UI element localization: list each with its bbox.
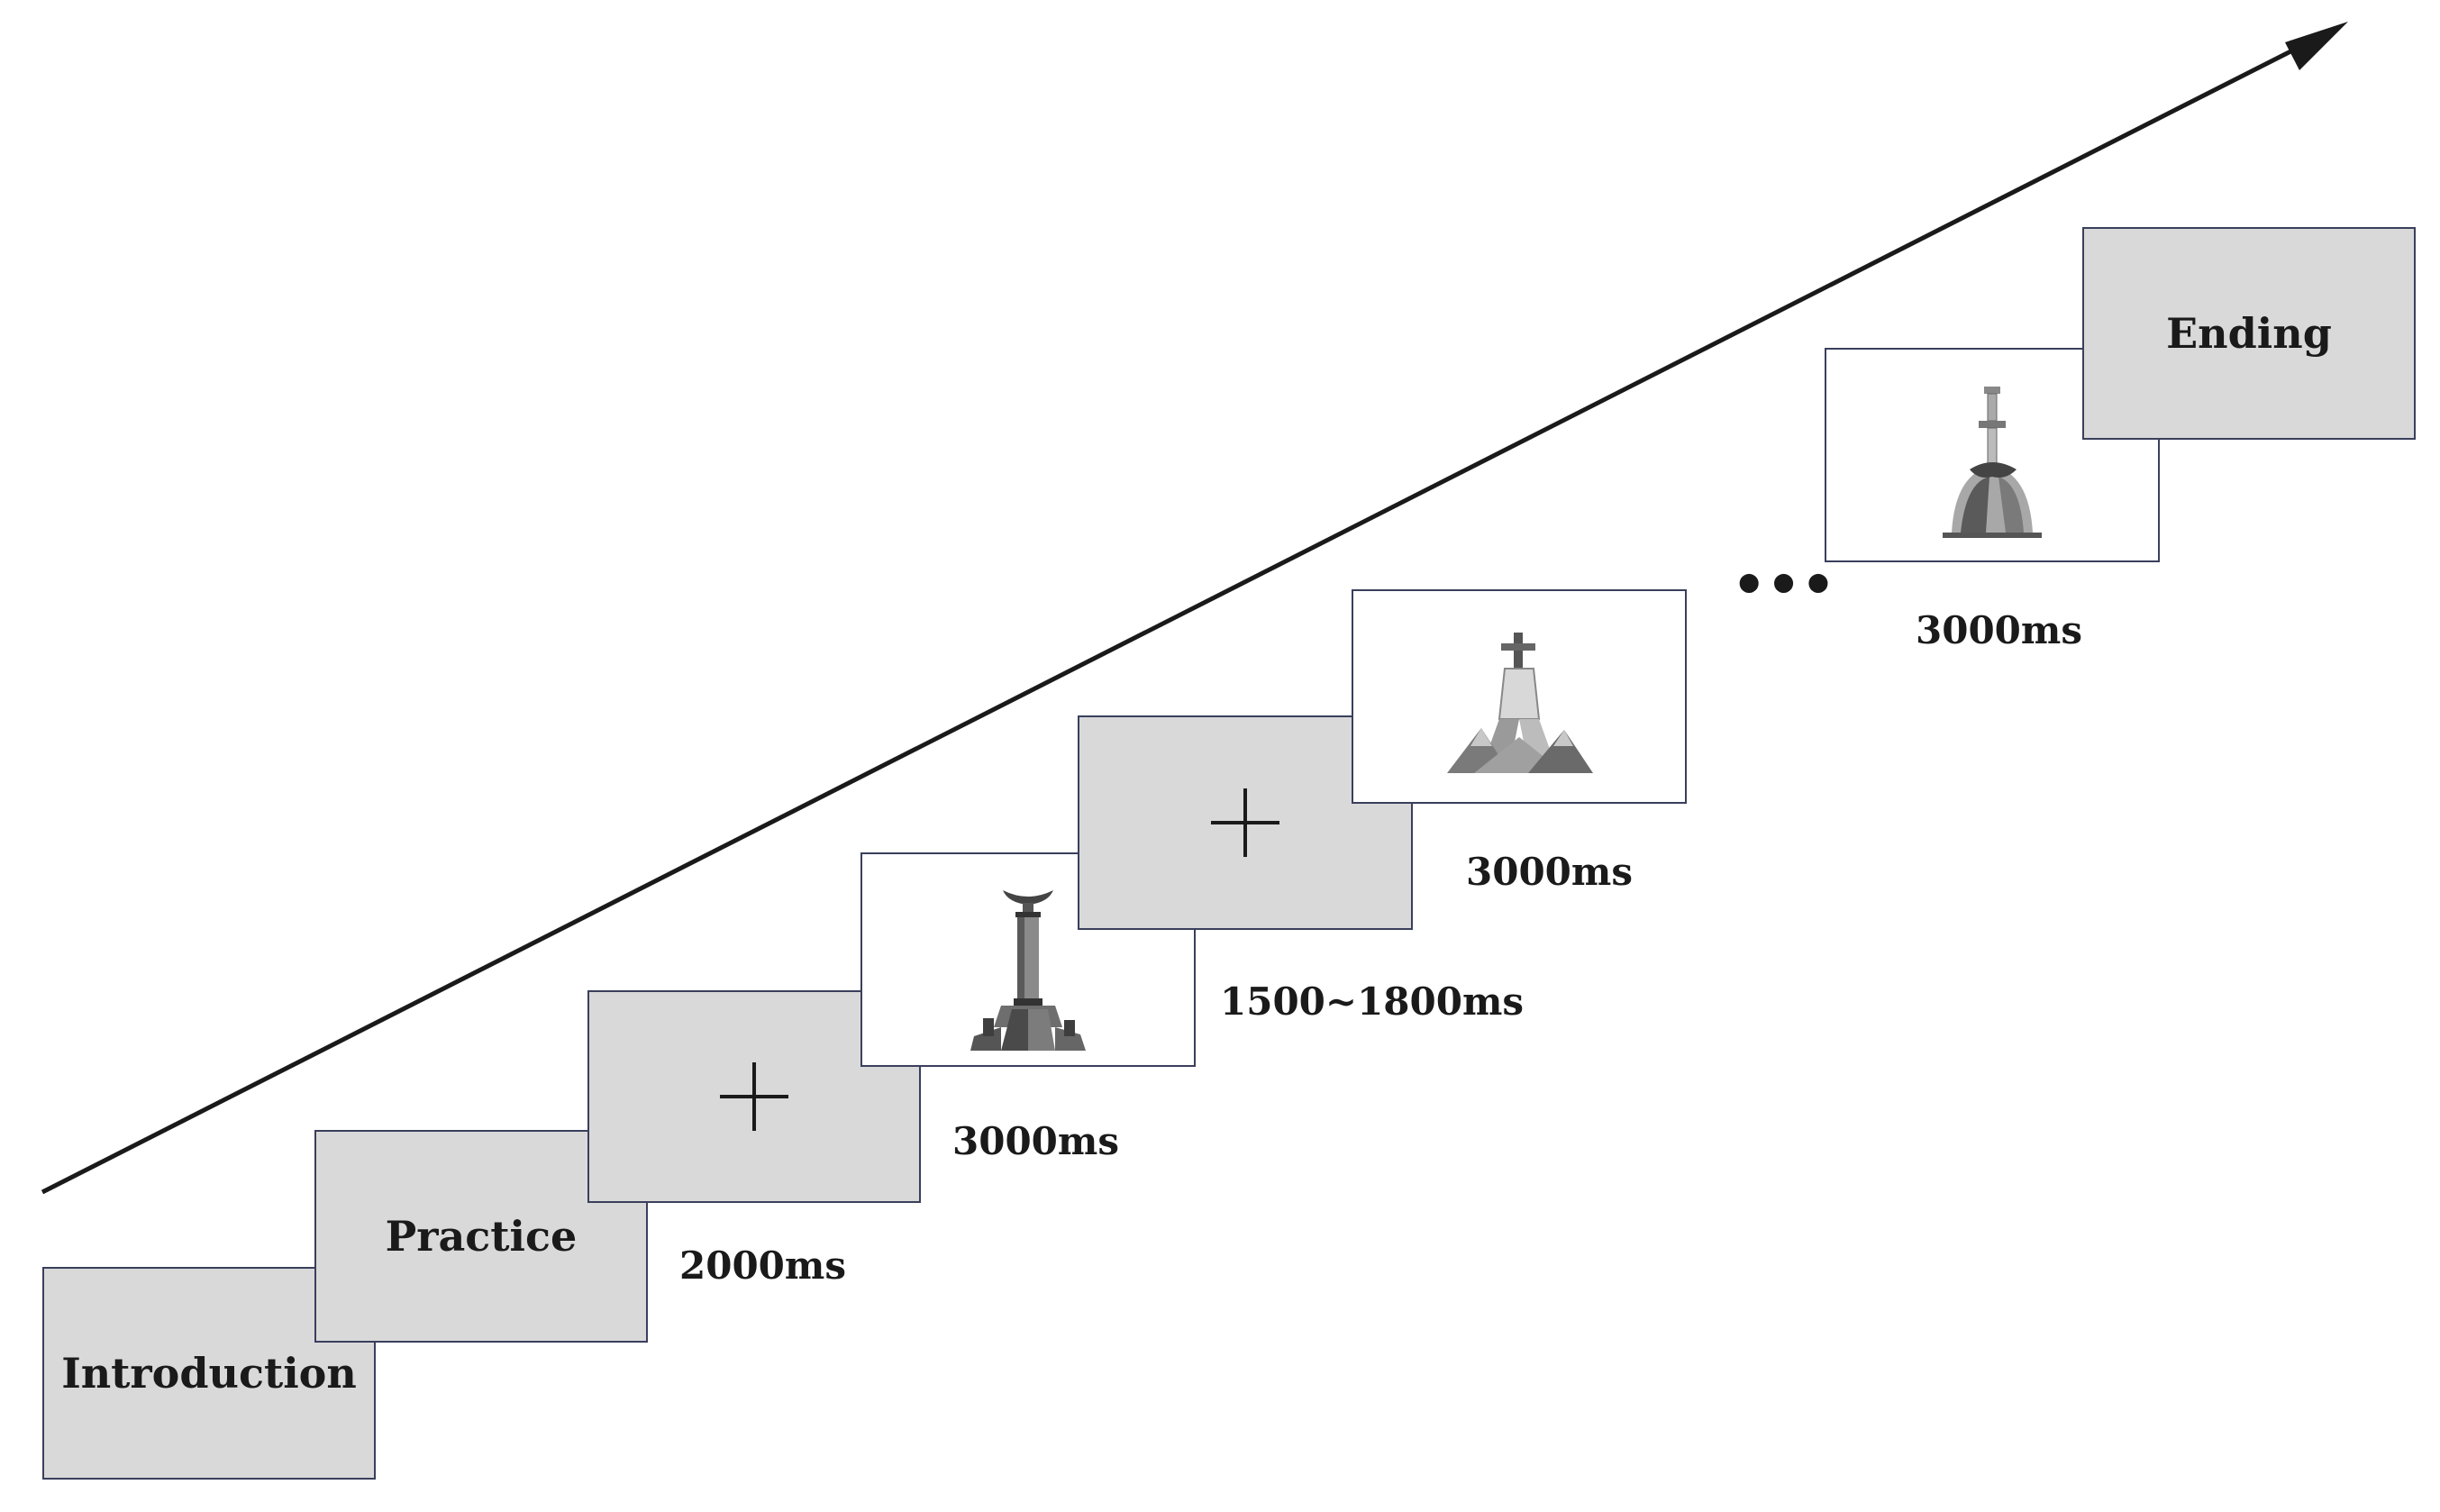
ellipsis: ••• (1732, 554, 1836, 617)
duration-stimulus-3: 3000ms (1916, 608, 2082, 652)
duration-fixation-2: 3000ms (1466, 850, 1633, 894)
timeline-arrow-head (2285, 22, 2348, 70)
duration-practice: 2000ms (679, 1243, 846, 1288)
statue-image-icon (1447, 633, 1593, 773)
stimulus-screen-3 (1825, 348, 2160, 562)
duration-stimulus-1: 1500~1800ms (1220, 979, 1525, 1024)
fixation-cross-icon (1211, 788, 1279, 857)
duration-fixation-1: 3000ms (952, 1119, 1119, 1163)
practice-label: Practice (385, 1212, 578, 1261)
sculpture-image-icon (1943, 387, 2042, 538)
timeline-arrow-shaft (41, 41, 2308, 1195)
introduction-label: Introduction (61, 1349, 357, 1398)
ending-label: Ending (2166, 309, 2332, 358)
stimulus-screen-2 (1352, 589, 1687, 804)
ending-screen: Ending (2082, 227, 2416, 440)
tower-image-icon (970, 890, 1086, 1051)
fixation-cross-icon (720, 1062, 788, 1131)
